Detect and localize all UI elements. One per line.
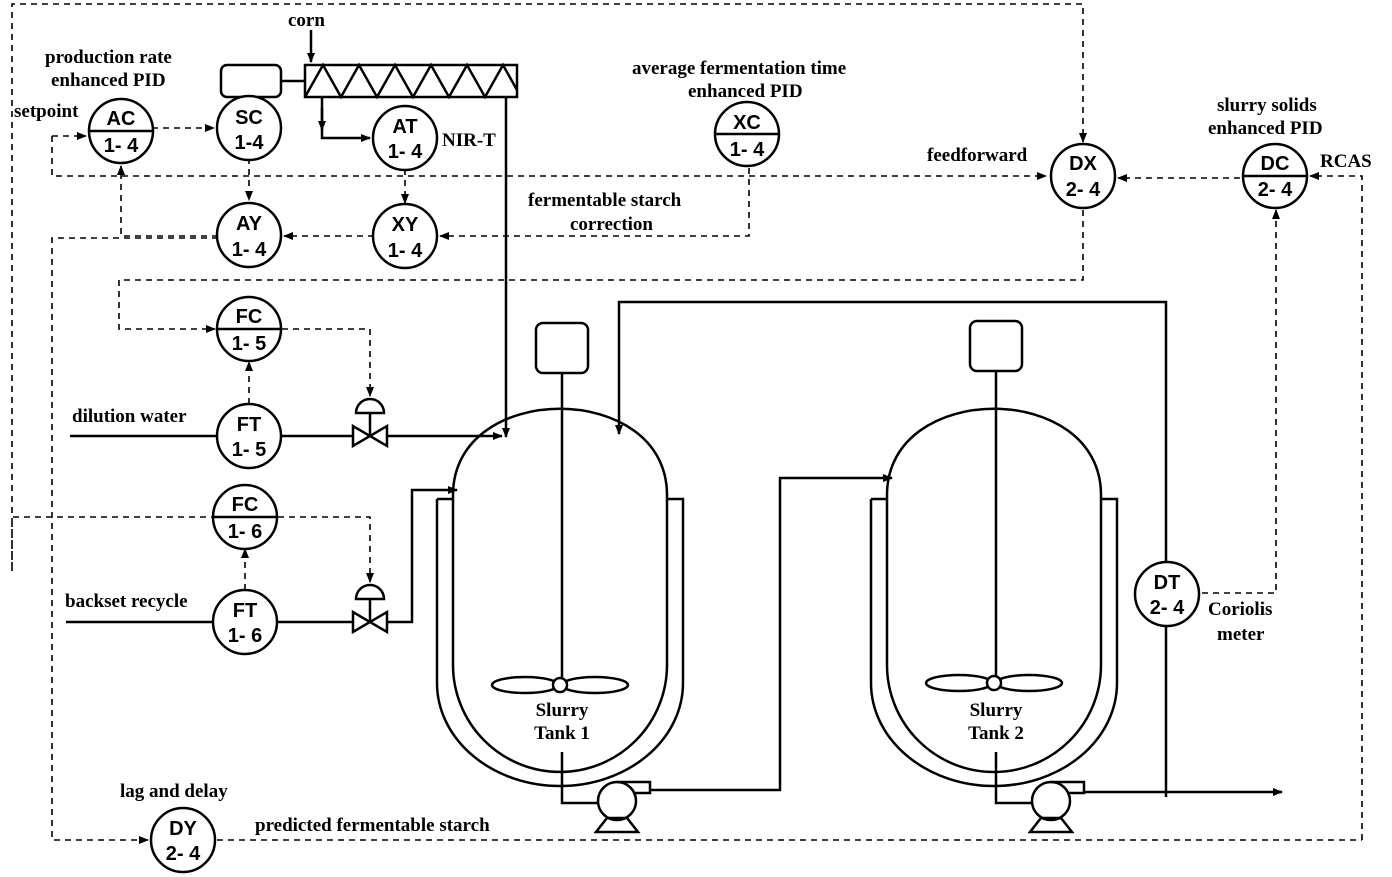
instrument-xc[interactable]: XC 1- 4 bbox=[713, 100, 781, 168]
ft15-tag: FT bbox=[237, 414, 261, 436]
nir-t-label: NIR-T bbox=[442, 130, 496, 151]
dilution-water-label: dilution water bbox=[72, 406, 187, 427]
fc15-tag: FC bbox=[236, 306, 263, 328]
xc-tag: XC bbox=[733, 112, 761, 134]
at-loop: 1- 4 bbox=[388, 141, 423, 163]
instrument-ac[interactable]: AC 1- 4 bbox=[87, 97, 155, 165]
dy-tag: DY bbox=[169, 818, 197, 840]
dt-tag: DT bbox=[1154, 572, 1181, 594]
sc-loop: 1-4 bbox=[235, 132, 265, 154]
slurry-solids-pid-label: enhanced PID bbox=[1208, 118, 1323, 139]
avg-ferm-pid-label: enhanced PID bbox=[688, 81, 803, 102]
tank-1-name-label: Tank 1 bbox=[534, 723, 590, 744]
ac-loop: 1- 4 bbox=[104, 135, 139, 157]
avg-ferm-time-label: average fermentation time bbox=[632, 58, 846, 79]
rcas-label: RCAS bbox=[1320, 151, 1372, 172]
pump-1 bbox=[593, 780, 652, 834]
dc-tag: DC bbox=[1261, 153, 1290, 175]
feedforward-label: feedforward bbox=[927, 145, 1028, 166]
instrument-dy[interactable]: DY 2- 4 bbox=[149, 806, 217, 874]
production-rate-pid-label: enhanced PID bbox=[51, 70, 166, 91]
instrument-xy[interactable]: XY 1- 4 bbox=[371, 202, 439, 270]
xc-loop: 1- 4 bbox=[730, 139, 765, 161]
instrument-fc-1-6[interactable]: FC 1- 6 bbox=[211, 483, 279, 551]
predicted-starch-label: predicted fermentable starch bbox=[255, 815, 490, 836]
at-tag: AT bbox=[392, 116, 417, 138]
diagram-labels: corn production rate enhanced PID setpoi… bbox=[14, 10, 1372, 836]
ft16-loop: 1- 6 bbox=[228, 625, 262, 647]
xy-tag: XY bbox=[392, 214, 419, 236]
instrument-sc[interactable]: SC 1-4 bbox=[215, 94, 283, 162]
dx-loop: 2- 4 bbox=[1066, 179, 1101, 201]
fermentable-starch-label: fermentable starch bbox=[528, 190, 682, 211]
backset-recycle-label: backset recycle bbox=[65, 591, 188, 612]
ay-tag: AY bbox=[236, 213, 263, 235]
sc-tag: SC bbox=[235, 107, 263, 129]
backset-recycle-valve bbox=[351, 583, 389, 635]
fc16-tag: FC bbox=[232, 494, 259, 516]
slurry-tank-1 bbox=[435, 321, 685, 788]
instrument-fc-1-5[interactable]: FC 1- 5 bbox=[215, 295, 283, 363]
dx-tag: DX bbox=[1069, 153, 1097, 175]
tank-1-label: Slurry bbox=[536, 700, 589, 721]
pump-2 bbox=[1027, 780, 1086, 834]
dilution-water-valve bbox=[351, 397, 389, 449]
feeder-motor bbox=[219, 63, 283, 99]
coriolis-label: Coriolis bbox=[1208, 599, 1272, 620]
dt-loop: 2- 4 bbox=[1150, 597, 1185, 619]
process-lines bbox=[66, 30, 1283, 834]
instrument-dt[interactable]: DT 2- 4 bbox=[1133, 560, 1201, 628]
instrument-ay[interactable]: AY 1- 4 bbox=[215, 201, 283, 269]
ac-tag: AC bbox=[107, 108, 136, 130]
instrument-ft-1-5[interactable]: FT 1- 5 bbox=[215, 402, 283, 470]
corn-label: corn bbox=[288, 10, 325, 31]
instrument-dx[interactable]: DX 2- 4 bbox=[1049, 142, 1117, 210]
ay-loop: 1- 4 bbox=[232, 239, 267, 261]
instrument-dc[interactable]: DC 2- 4 bbox=[1241, 142, 1309, 210]
dc-loop: 2- 4 bbox=[1258, 179, 1293, 201]
production-rate-label: production rate bbox=[45, 47, 172, 68]
ft15-loop: 1- 5 bbox=[232, 439, 266, 461]
fc15-loop: 1- 5 bbox=[232, 333, 266, 355]
xy-loop: 1- 4 bbox=[388, 240, 423, 262]
setpoint-label: setpoint bbox=[14, 101, 79, 122]
instrument-ft-1-6[interactable]: FT 1- 6 bbox=[211, 588, 279, 656]
correction-label: correction bbox=[570, 214, 653, 235]
instrument-at[interactable]: AT 1- 4 bbox=[371, 104, 439, 172]
fc16-loop: 1- 6 bbox=[228, 521, 262, 543]
signal-lines bbox=[11, 3, 1363, 844]
slurry-solids-label: slurry solids bbox=[1217, 95, 1317, 116]
slurry-tank-2 bbox=[869, 319, 1119, 788]
dy-loop: 2- 4 bbox=[166, 843, 201, 865]
tank-2-name-label: Tank 2 bbox=[968, 723, 1024, 744]
meter-label: meter bbox=[1217, 624, 1265, 645]
lag-delay-label: lag and delay bbox=[120, 781, 228, 802]
tank-2-label: Slurry bbox=[970, 700, 1023, 721]
ft16-tag: FT bbox=[233, 600, 257, 622]
